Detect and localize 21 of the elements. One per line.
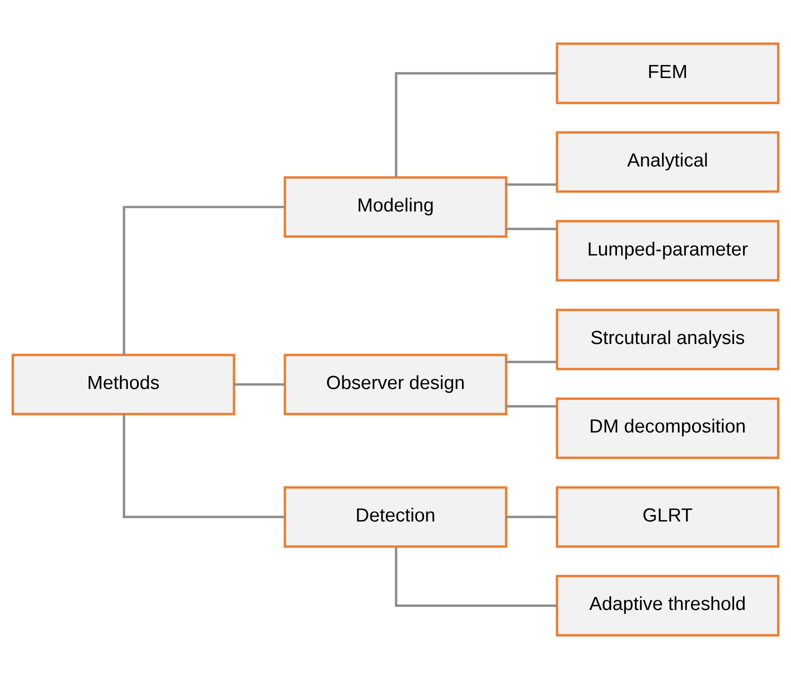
node-box: Lumped-parameter [556,220,780,282]
connector [506,228,557,230]
node-box: GLRT [556,486,780,548]
connector [234,383,284,386]
connector [122,414,285,518]
connector [506,360,557,364]
node-box: Detection [284,486,508,548]
node-box: Observer design [284,354,508,416]
node-box: DM decomposition [556,397,780,459]
node-box: Modeling [284,176,508,238]
node-box: Methods [12,354,236,416]
node-box: Analytical [556,131,780,193]
node-box: Adaptive threshold [556,574,780,636]
node-box: Strcutural analysis [556,308,780,370]
connector [122,206,285,355]
connector [506,183,557,186]
connector [506,516,557,518]
connector [394,547,557,607]
node-box: FEM [556,42,780,104]
connector [506,405,557,408]
connector [394,72,557,178]
